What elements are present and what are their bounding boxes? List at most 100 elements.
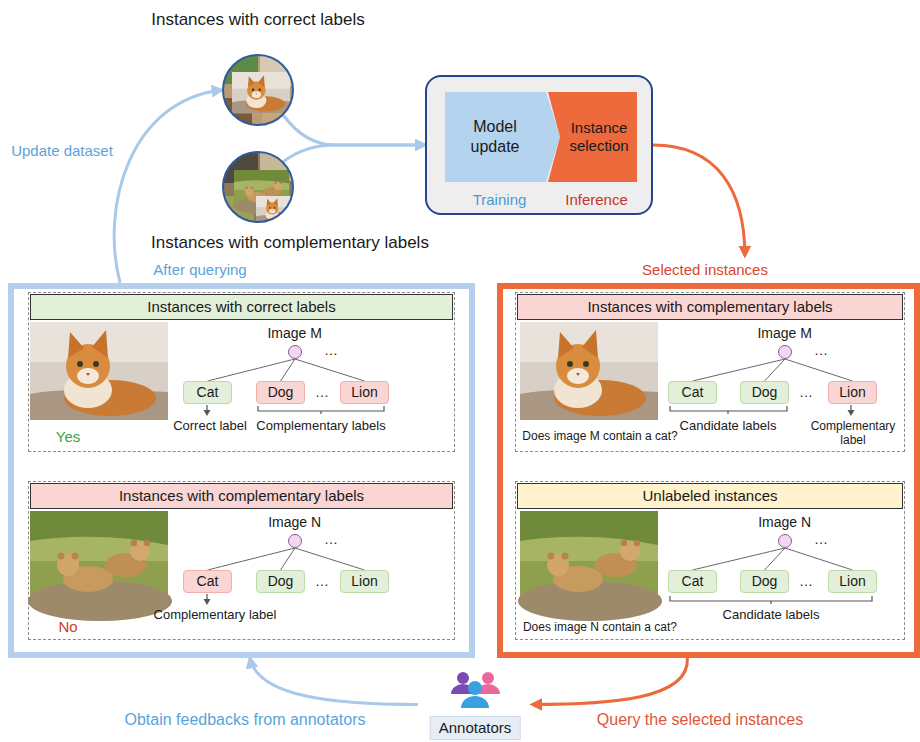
- node-text: Lion: [839, 573, 865, 590]
- flow-arrow: [283, 145, 425, 162]
- node-text: Image M: [267, 324, 321, 341]
- header-band: Instances with complementary labels: [517, 294, 903, 320]
- node-text: Does image M contain a cat?: [522, 429, 677, 443]
- node-text: Lion: [839, 384, 865, 401]
- illustration-part: [670, 596, 872, 604]
- node-text: Dog: [752, 573, 778, 590]
- instance-box: Does image N contain a cat?Candidate lab…: [515, 481, 905, 640]
- illustration-part: [204, 410, 211, 416]
- node-text: Cat: [682, 384, 704, 401]
- node-text: Candidate labels: [680, 418, 777, 434]
- tree-line: [208, 359, 296, 381]
- node-text: …: [814, 342, 828, 359]
- node-text: Dog: [752, 384, 778, 401]
- panel-border: [8, 283, 475, 658]
- node-text: …: [315, 384, 329, 401]
- tree-line: [785, 548, 853, 570]
- header-band: Unlabeled instances: [517, 483, 903, 509]
- node-text: Image N: [268, 513, 321, 530]
- node-text: …: [814, 531, 828, 548]
- node-text: Candidate labels: [723, 607, 820, 623]
- node-text: Correct label: [173, 418, 247, 434]
- instance-box: YesCorrect labelComplementary labels……In…: [28, 292, 455, 452]
- node-text: …: [315, 573, 329, 590]
- edge-label: Obtain feedbacks from annotators: [121, 711, 368, 729]
- node-text: Image N: [758, 513, 811, 530]
- label-tag: Dog: [740, 570, 789, 593]
- flow-arrow: [283, 115, 425, 145]
- image-node: Image N: [288, 534, 302, 548]
- lion-photo: [28, 511, 172, 621]
- node-text: Inference: [565, 191, 628, 209]
- label-tag: Lion: [340, 381, 389, 404]
- block-fill: [548, 92, 637, 182]
- illustration-part: [204, 599, 211, 605]
- label-tag: Dog: [256, 381, 305, 404]
- instance-pool-circle: Instances with complementary labels: [222, 151, 294, 223]
- node-text: Complementary labels: [256, 418, 385, 434]
- instance-pool-circle: Instances with correct labels: [222, 54, 294, 126]
- flow-arrow: [114, 90, 222, 283]
- image-node: Image M: [778, 345, 792, 359]
- flow-arrow: [653, 145, 745, 256]
- node-text: …: [799, 384, 813, 401]
- node-text: Dog: [268, 384, 294, 401]
- illustration-part: [222, 54, 294, 126]
- node-text: Yes: [56, 428, 80, 446]
- complementary-collage: [222, 151, 295, 223]
- tree-line: [281, 548, 296, 570]
- node-text: Model update: [459, 117, 531, 155]
- node-text: Training: [473, 191, 527, 209]
- edge-label: Query the selected instances: [594, 711, 806, 729]
- tree-line: [208, 548, 296, 570]
- flow-arrow: [532, 658, 687, 705]
- illustration-part: [256, 196, 295, 223]
- instance-box: Does image M contain a cat?Candidate lab…: [515, 292, 905, 452]
- model-update-block: Model update: [445, 92, 560, 182]
- label-tag: Cat: [183, 381, 232, 404]
- cat-photo: [520, 322, 658, 420]
- illustration-part: [670, 406, 787, 414]
- node-text: Instance selection: [562, 119, 637, 155]
- label-tag: Cat: [668, 570, 717, 593]
- panel-border: [497, 283, 920, 658]
- node-text: Cat: [682, 573, 704, 590]
- image-node: Image M: [288, 345, 302, 359]
- model-box: Training Inference Model update Instance se…: [425, 75, 653, 215]
- illustration-part: [482, 672, 494, 684]
- tree-line: [693, 359, 786, 381]
- block-fill: [445, 92, 560, 182]
- illustration-part: [461, 696, 489, 708]
- node-text: Instances with complementary labels: [119, 487, 364, 505]
- illustration-part: [848, 410, 855, 416]
- label-tag: Lion: [340, 570, 389, 593]
- flow-arrow: [250, 658, 418, 705]
- instance-box: NoComplementary label……Instances with co…: [28, 481, 455, 640]
- block-shape: [445, 92, 560, 182]
- tree-line: [281, 359, 296, 381]
- label-tag: Lion: [828, 381, 877, 404]
- node-text: Dog: [268, 573, 294, 590]
- lion-photo: [518, 511, 662, 621]
- node-text: Cat: [197, 384, 219, 401]
- node-text: Instances with complementary labels: [587, 298, 832, 316]
- edge-label: Update dataset: [8, 142, 116, 159]
- node-text: After querying: [153, 261, 246, 279]
- tree-line: [765, 359, 786, 381]
- node-text: …: [324, 531, 338, 548]
- panel: After queryingYes Correct label Complement…: [8, 256, 475, 658]
- annotators-node: Annotators: [418, 668, 532, 741]
- tree-line: [295, 548, 365, 570]
- illustration-part: [457, 672, 469, 684]
- node-text: …: [799, 573, 813, 590]
- tree-line: [295, 359, 365, 381]
- node-text: Lion: [351, 573, 377, 590]
- label-tag: Dog: [740, 381, 789, 404]
- label-tag: Cat: [183, 570, 232, 593]
- header-band: Instances with correct labels: [30, 294, 453, 320]
- node-text: Image M: [757, 324, 811, 341]
- label-tag: Lion: [828, 570, 877, 593]
- node-text: Instances with correct labels: [147, 298, 335, 316]
- node-text: No: [58, 618, 77, 636]
